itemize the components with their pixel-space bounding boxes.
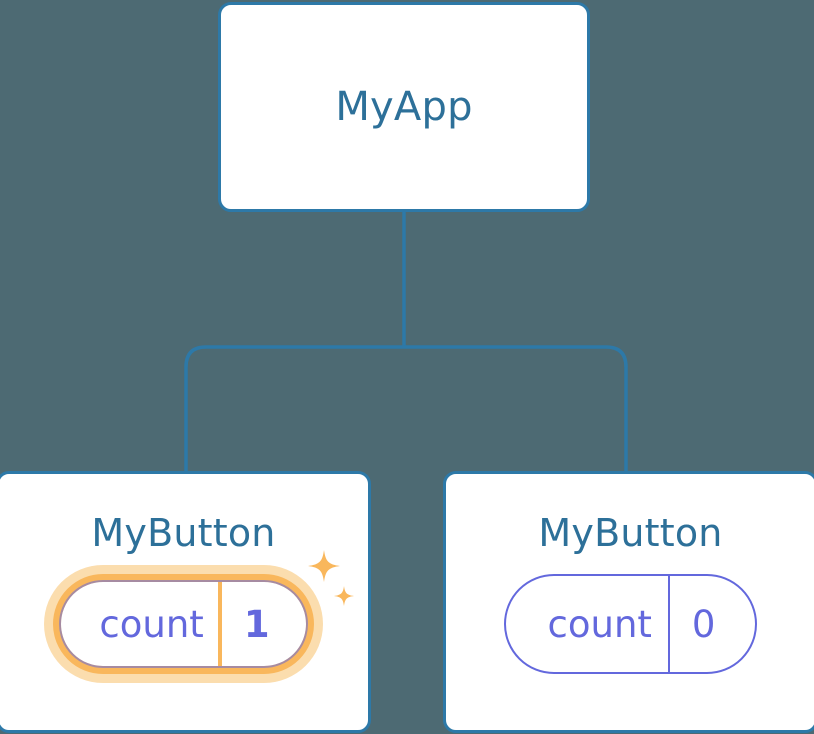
connector-branch-bar bbox=[184, 345, 628, 472]
node-mybutton-1[interactable]: MyButton count 0 bbox=[443, 471, 814, 733]
node-mybutton-0[interactable]: MyButton count 1 bbox=[0, 471, 371, 733]
state-key: count bbox=[99, 602, 204, 646]
state-value: 0 bbox=[667, 576, 756, 672]
node-title: MyApp bbox=[335, 84, 473, 130]
state-pill[interactable]: count 0 bbox=[503, 574, 758, 674]
node-title: MyButton bbox=[538, 511, 723, 555]
node-title: MyButton bbox=[91, 511, 276, 555]
state-pill-wrap: count 1 bbox=[53, 550, 354, 674]
node-myapp[interactable]: MyApp bbox=[218, 2, 590, 212]
state-pill-highlighted[interactable]: count 1 bbox=[53, 574, 314, 674]
state-key: count bbox=[547, 602, 652, 646]
state-pill-wrap: count 0 bbox=[503, 574, 758, 674]
state-value: 1 bbox=[217, 582, 306, 666]
